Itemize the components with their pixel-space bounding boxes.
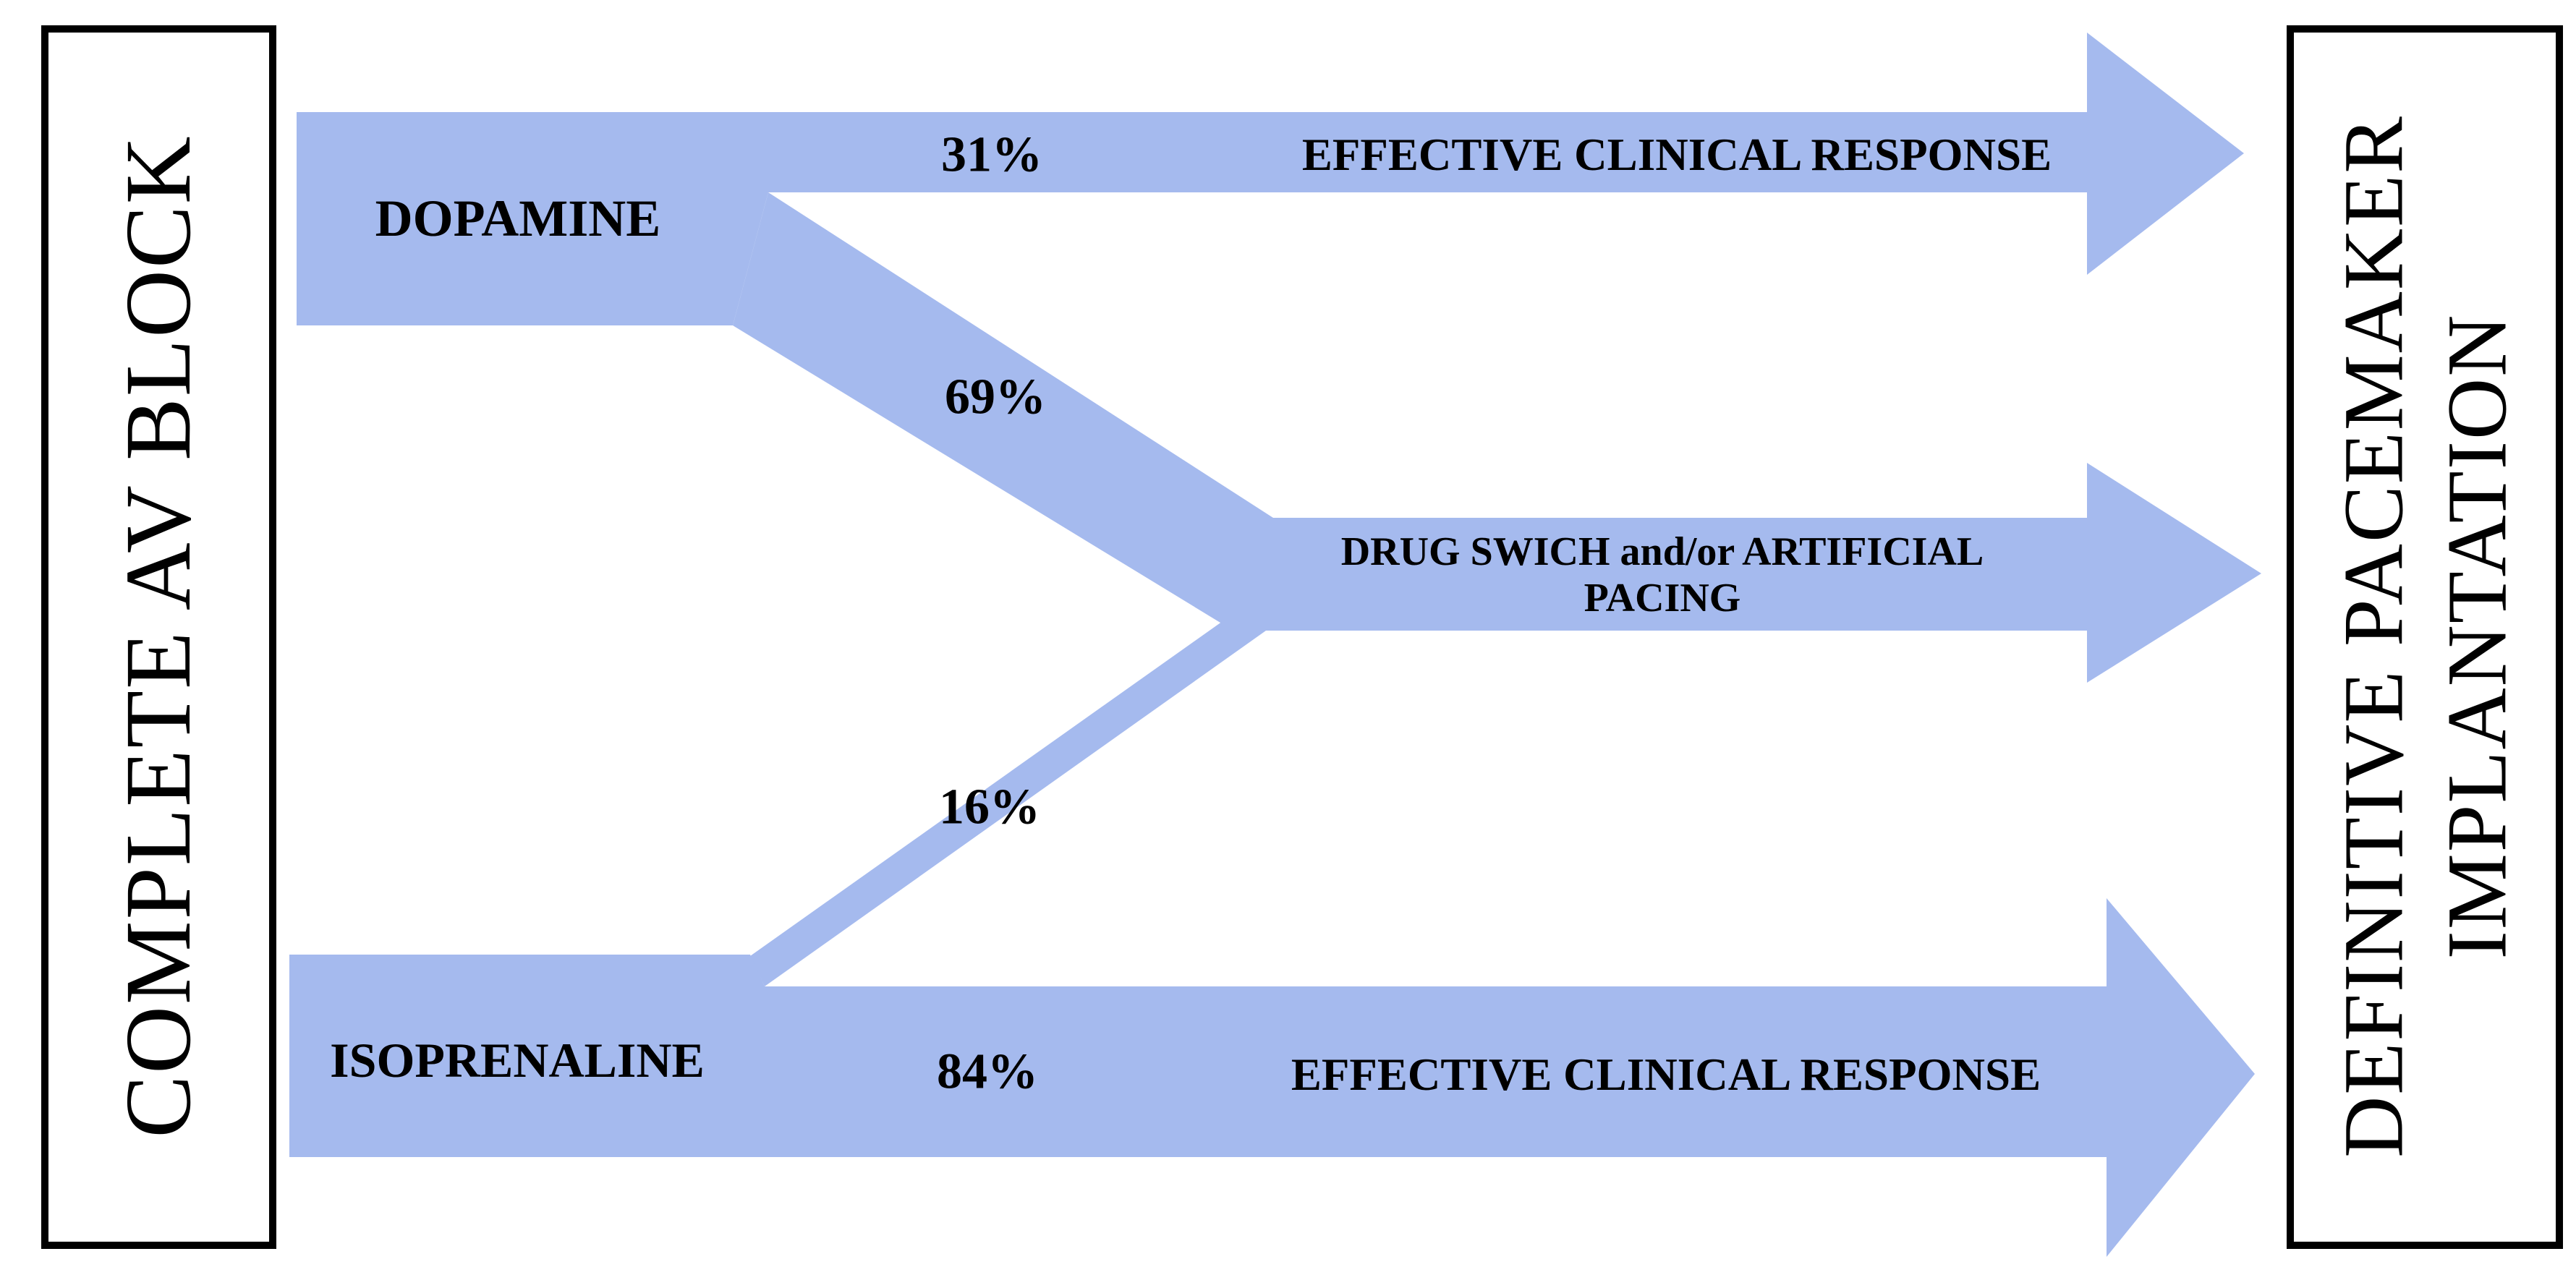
- dopamine-label: DOPAMINE: [375, 189, 661, 247]
- flow-isoprenaline-to-effective-response: [289, 898, 2255, 1257]
- flow-dopamine-to-switch: [733, 192, 1273, 631]
- drug-switch-label-line1: DRUG SWICH and/or ARTIFICIAL: [1341, 529, 1984, 574]
- flow-isoprenaline-to-switch: [750, 616, 1266, 986]
- percent-69-label: 69%: [945, 370, 1046, 425]
- flow-bands: [289, 33, 2261, 1257]
- percent-16-label: 16%: [939, 780, 1040, 835]
- target-box-label-line1: DEFINITIVE PACEMAKER: [2326, 115, 2421, 1158]
- flow-labels: DOPAMINE ISOPRENALINE 31% 69% 16% 84% EF…: [330, 127, 2052, 1101]
- source-box-label: COMPLETE AV BLOCK: [106, 135, 211, 1138]
- drug-switch-label-line2: PACING: [1584, 576, 1741, 620]
- effective-response-top-label: EFFECTIVE CLINICAL RESPONSE: [1302, 129, 2052, 180]
- flow-dopamine-to-effective-response: [297, 33, 2244, 325]
- flow-switch-to-target-arrow: [1226, 463, 2261, 683]
- target-box-label-line2: IMPLANTATION: [2430, 314, 2525, 960]
- target-box: [2287, 25, 2563, 1249]
- effective-response-bottom-label: EFFECTIVE CLINICAL RESPONSE: [1291, 1049, 2041, 1100]
- isoprenaline-label: ISOPRENALINE: [330, 1033, 705, 1088]
- source-box: [41, 25, 276, 1249]
- percent-84-label: 84%: [937, 1044, 1038, 1100]
- percent-31-label: 31%: [941, 127, 1042, 183]
